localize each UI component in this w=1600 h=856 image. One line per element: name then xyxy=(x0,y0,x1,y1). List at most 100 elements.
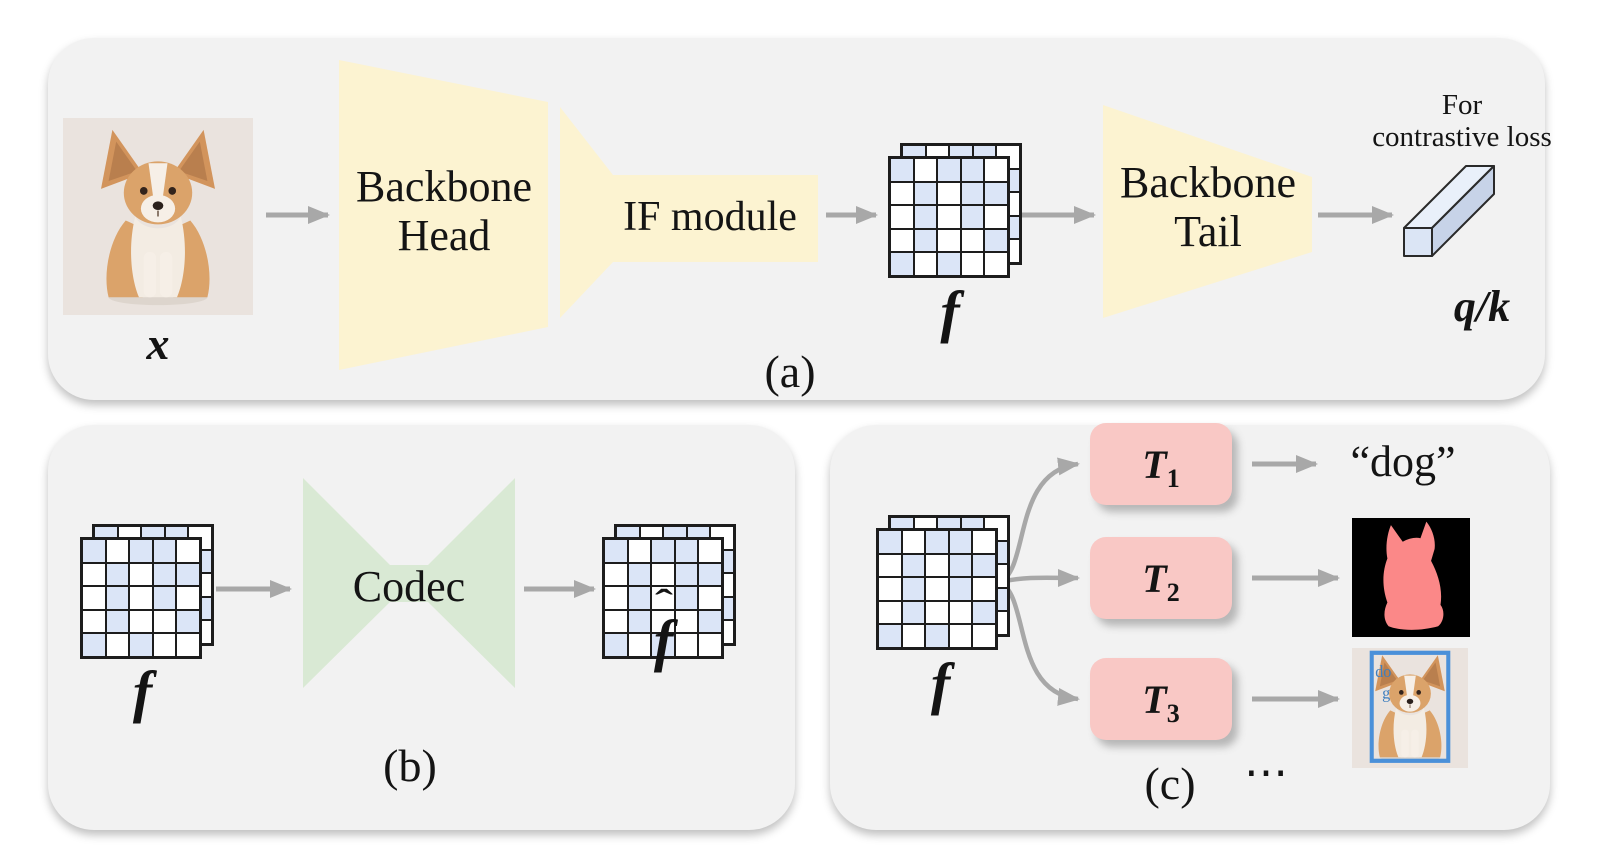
feature-map-c-front-layer xyxy=(876,528,998,650)
feature-cell xyxy=(82,633,106,657)
codec-label: Codec xyxy=(352,562,466,611)
panel-a-caption: (a) xyxy=(764,346,816,397)
backbone-head-line1: Backbone xyxy=(356,162,532,211)
feature-cell xyxy=(925,530,949,554)
task-label-t3: T3 xyxy=(1142,676,1180,728)
feature-cell xyxy=(960,205,985,229)
feature-cell xyxy=(105,562,130,587)
feature-cell xyxy=(152,539,177,563)
feature-cell xyxy=(901,577,926,601)
feature-cell xyxy=(960,228,985,253)
feature-cell xyxy=(890,158,914,182)
task-label-t1: T1 xyxy=(1142,441,1180,493)
feature-cell xyxy=(627,539,652,563)
feature-cell xyxy=(890,181,914,206)
backbone-head-line2: Head xyxy=(397,211,491,261)
feature-label-b-in: f xyxy=(132,659,153,724)
feature-cell xyxy=(948,600,973,625)
feature-cell xyxy=(698,562,722,587)
feature-cell xyxy=(948,530,973,554)
backbone-tail-line1: Backbone xyxy=(1120,158,1296,207)
feature-map-b-out xyxy=(602,524,736,659)
feature-cell xyxy=(627,633,652,657)
task-label-t2: T2 xyxy=(1142,555,1180,607)
feature-cell xyxy=(878,624,902,648)
fhat-base: f xyxy=(653,608,674,673)
feature-cell xyxy=(82,539,106,563)
feature-cell xyxy=(105,539,130,563)
feature-cell xyxy=(960,252,985,276)
feature-cell xyxy=(901,624,926,648)
feature-cell xyxy=(878,530,902,554)
feature-cell xyxy=(604,609,628,634)
feature-cell xyxy=(948,577,973,601)
feature-cell xyxy=(698,539,722,563)
feature-cell xyxy=(604,586,628,610)
feature-cell xyxy=(913,205,938,229)
task-box-t2: T2 xyxy=(1090,537,1232,619)
feature-cell xyxy=(105,586,130,610)
feature-cell xyxy=(948,624,973,648)
feature-cell xyxy=(604,562,628,587)
backbone-head-label: Backbone Head xyxy=(333,162,555,261)
feature-map-c xyxy=(876,515,1010,650)
feature-cell xyxy=(937,252,961,276)
feature-cell xyxy=(890,228,914,253)
detection-image: do g xyxy=(1352,648,1468,768)
feature-cell xyxy=(627,586,652,610)
feature-cell xyxy=(651,562,675,587)
feature-cell xyxy=(674,562,699,587)
detection-tag-line1: do xyxy=(1375,662,1391,681)
feature-cell xyxy=(913,252,938,276)
feature-cell xyxy=(878,553,902,578)
feature-label-b-out: ˆ f xyxy=(616,582,711,673)
feature-cell xyxy=(698,586,722,610)
if-module-label: IF module xyxy=(623,194,797,240)
feature-cell xyxy=(152,562,177,587)
feature-cell xyxy=(984,228,1008,253)
feature-cell xyxy=(129,633,153,657)
feature-cell xyxy=(878,577,902,601)
feature-cell xyxy=(152,586,177,610)
feature-cell xyxy=(651,609,675,634)
feature-cell xyxy=(176,633,200,657)
feature-cell xyxy=(901,600,926,625)
feature-cell xyxy=(890,252,914,276)
feature-cell xyxy=(651,586,675,610)
feature-cell xyxy=(913,158,938,182)
feature-cell xyxy=(627,609,652,634)
feature-cell xyxy=(604,633,628,657)
feature-cell xyxy=(176,562,200,587)
feature-cell xyxy=(984,158,1008,182)
feature-cell xyxy=(972,530,996,554)
feature-cell xyxy=(925,624,949,648)
feature-cell xyxy=(901,530,926,554)
backbone-tail-line2: Tail xyxy=(1174,207,1242,257)
feature-map-a-front-layer xyxy=(888,156,1010,278)
feature-cell xyxy=(674,609,699,634)
input-label-x: x xyxy=(146,318,170,369)
feature-cell xyxy=(651,539,675,563)
feature-cell xyxy=(937,181,961,206)
feature-cell xyxy=(152,633,177,657)
feature-cell xyxy=(129,539,153,563)
bounding-box xyxy=(1369,650,1451,763)
feature-cell xyxy=(937,228,961,253)
feature-cell xyxy=(984,181,1008,206)
feature-cell xyxy=(984,252,1008,276)
feature-cell xyxy=(674,633,699,657)
feature-map-b-out-front-layer xyxy=(602,537,724,659)
feature-cell xyxy=(925,600,949,625)
feature-cell xyxy=(176,609,200,634)
hat-accent: ˆ xyxy=(654,582,673,622)
feature-cell xyxy=(937,205,961,229)
feature-cell xyxy=(948,553,973,578)
feature-cell xyxy=(972,553,996,578)
feature-cell xyxy=(105,609,130,634)
classification-output: “dog” xyxy=(1350,437,1456,486)
feature-cell xyxy=(960,181,985,206)
feature-cell xyxy=(129,586,153,610)
feature-map-b-in xyxy=(80,524,214,659)
task-box-t1: T1 xyxy=(1090,423,1232,505)
